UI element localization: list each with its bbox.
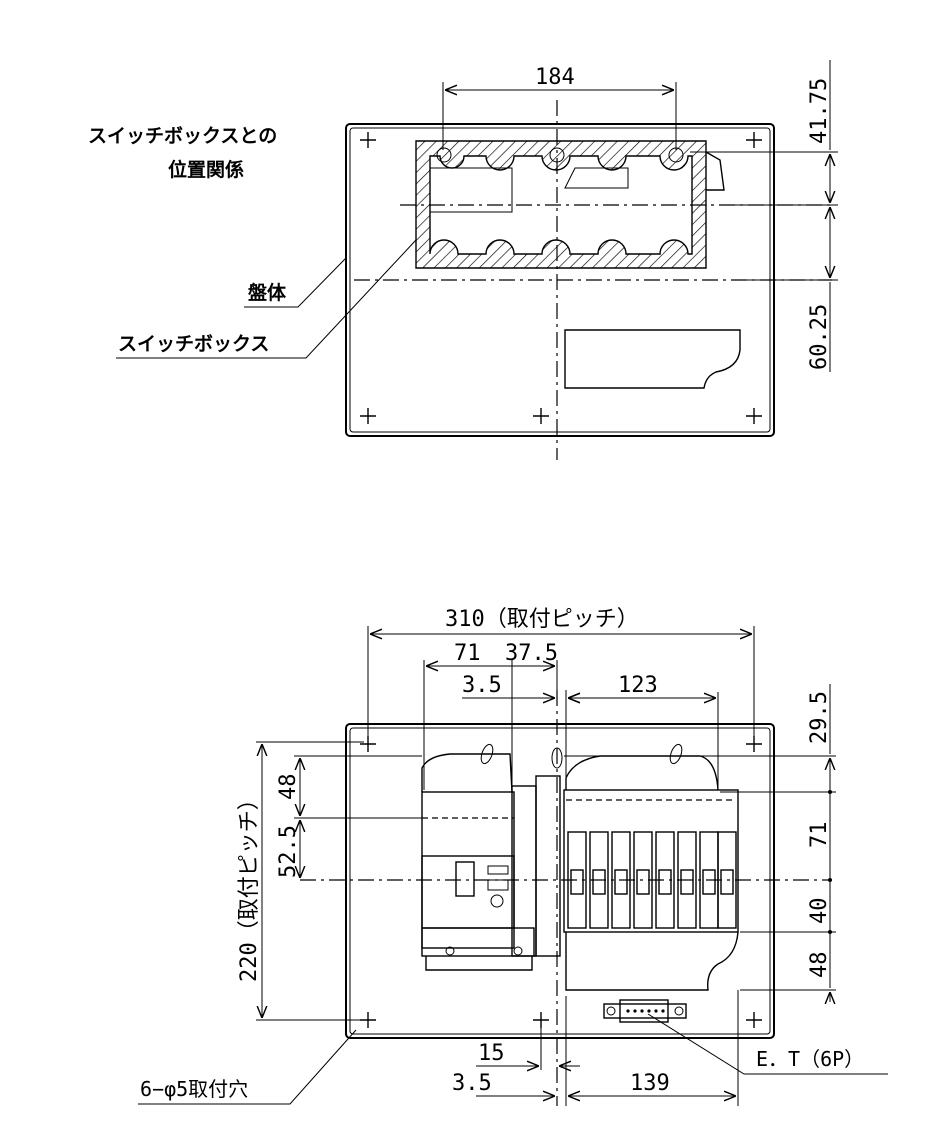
- dim-310-pitch: 310（取付ピッチ）: [445, 607, 639, 632]
- dim-41-75: 41.75: [807, 78, 832, 144]
- dim-37-5: 37.5: [505, 641, 558, 666]
- lower-cover: [565, 931, 739, 991]
- dim-220-pitch: 220（取付ピッチ）: [237, 788, 262, 982]
- dim-3-5-bottom: 3.5: [452, 1071, 492, 1096]
- breaker-opening: [564, 329, 741, 389]
- keyhole-left: [480, 743, 494, 765]
- center-rail: [535, 775, 561, 957]
- leader-et: [647, 1013, 888, 1075]
- switch-box-cutout: [564, 167, 629, 189]
- dim-15: 15: [478, 1041, 505, 1066]
- label-switchbox: スイッチボックス: [118, 333, 269, 355]
- leader-switchbox: [116, 239, 417, 359]
- front-view: 310（取付ピッチ） 71 37.5 3.5 123 29.5 71 40 48: [138, 607, 888, 1106]
- dim-48-right: 48: [807, 952, 832, 979]
- switch-box: [415, 140, 707, 269]
- dim-60-25: 60.25: [807, 304, 832, 370]
- label-mounting-holes: 6−φ5取付穴: [140, 1077, 248, 1101]
- test-button: [490, 894, 504, 908]
- dim-29-5: 29.5: [807, 691, 832, 744]
- relation-title-line2: 位置関係: [168, 158, 244, 181]
- screw-hole: [436, 147, 452, 163]
- top-view: 184 41.75 60.25 スイッチボックスとの 位置関係 盤体 スイッチボ…: [88, 60, 838, 460]
- label-panel: 盤体: [248, 281, 287, 304]
- branch-cover: [565, 755, 719, 791]
- keyhole-right: [669, 743, 683, 765]
- dim-71-top: 71: [454, 641, 481, 666]
- leader-panel: [244, 257, 347, 308]
- side-tab: [705, 151, 725, 191]
- dim-40: 40: [807, 898, 832, 925]
- label-earth-terminal: E．T（6P）: [756, 1047, 864, 1071]
- main-breaker-bracket: [421, 753, 513, 793]
- dim-139: 139: [630, 1071, 670, 1096]
- leader-holes: [138, 1029, 357, 1105]
- mounting-marks: [360, 132, 762, 424]
- dim-52-5: 52.5: [276, 825, 301, 878]
- breaker-handle: [455, 861, 475, 897]
- relation-title-line1: スイッチボックスとの: [88, 125, 277, 147]
- dim-184: 184: [535, 65, 575, 90]
- dim-3-5-top: 3.5: [462, 673, 502, 698]
- panel-front-outline: [345, 723, 775, 1039]
- switch-box-inner: [430, 167, 513, 213]
- main-breaker: [421, 791, 515, 949]
- branch-frame: [563, 789, 739, 933]
- earth-terminal: [603, 999, 687, 1023]
- dim-48-left: 48: [276, 774, 301, 801]
- dim-71-right: 71: [807, 822, 832, 849]
- dim-123: 123: [618, 673, 658, 698]
- front-mounting-marks: [360, 736, 762, 1028]
- panel-front-inner: [349, 727, 771, 1035]
